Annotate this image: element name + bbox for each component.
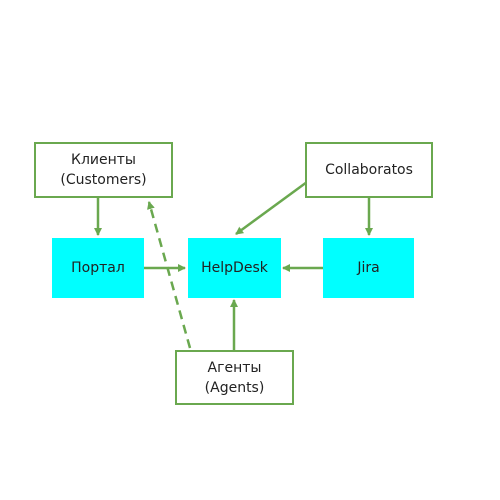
node-agents: Агенты (Agents) <box>175 350 294 405</box>
node-agents-label-en: (Agents) <box>204 379 265 396</box>
node-portal-label: Портал <box>71 260 125 276</box>
node-agents-label-ru: Агенты <box>207 359 262 376</box>
node-helpdesk: HelpDesk <box>188 238 281 298</box>
edge-collaborators-to-helpdesk <box>235 180 308 236</box>
node-clients-label-ru: Клиенты <box>71 152 136 168</box>
node-collaborators: Collaboratos <box>305 142 433 198</box>
node-clients: Клиенты (Customers) <box>34 142 173 198</box>
node-jira: Jira <box>323 238 414 298</box>
node-clients-label-en: (Customers) <box>60 172 147 188</box>
node-portal: Портал <box>52 238 144 298</box>
edge-agents-to-clients-dashed <box>147 201 192 349</box>
node-collaborators-label: Collaboratos <box>325 162 413 178</box>
node-jira-label: Jira <box>357 260 380 276</box>
node-helpdesk-label: HelpDesk <box>201 260 268 276</box>
